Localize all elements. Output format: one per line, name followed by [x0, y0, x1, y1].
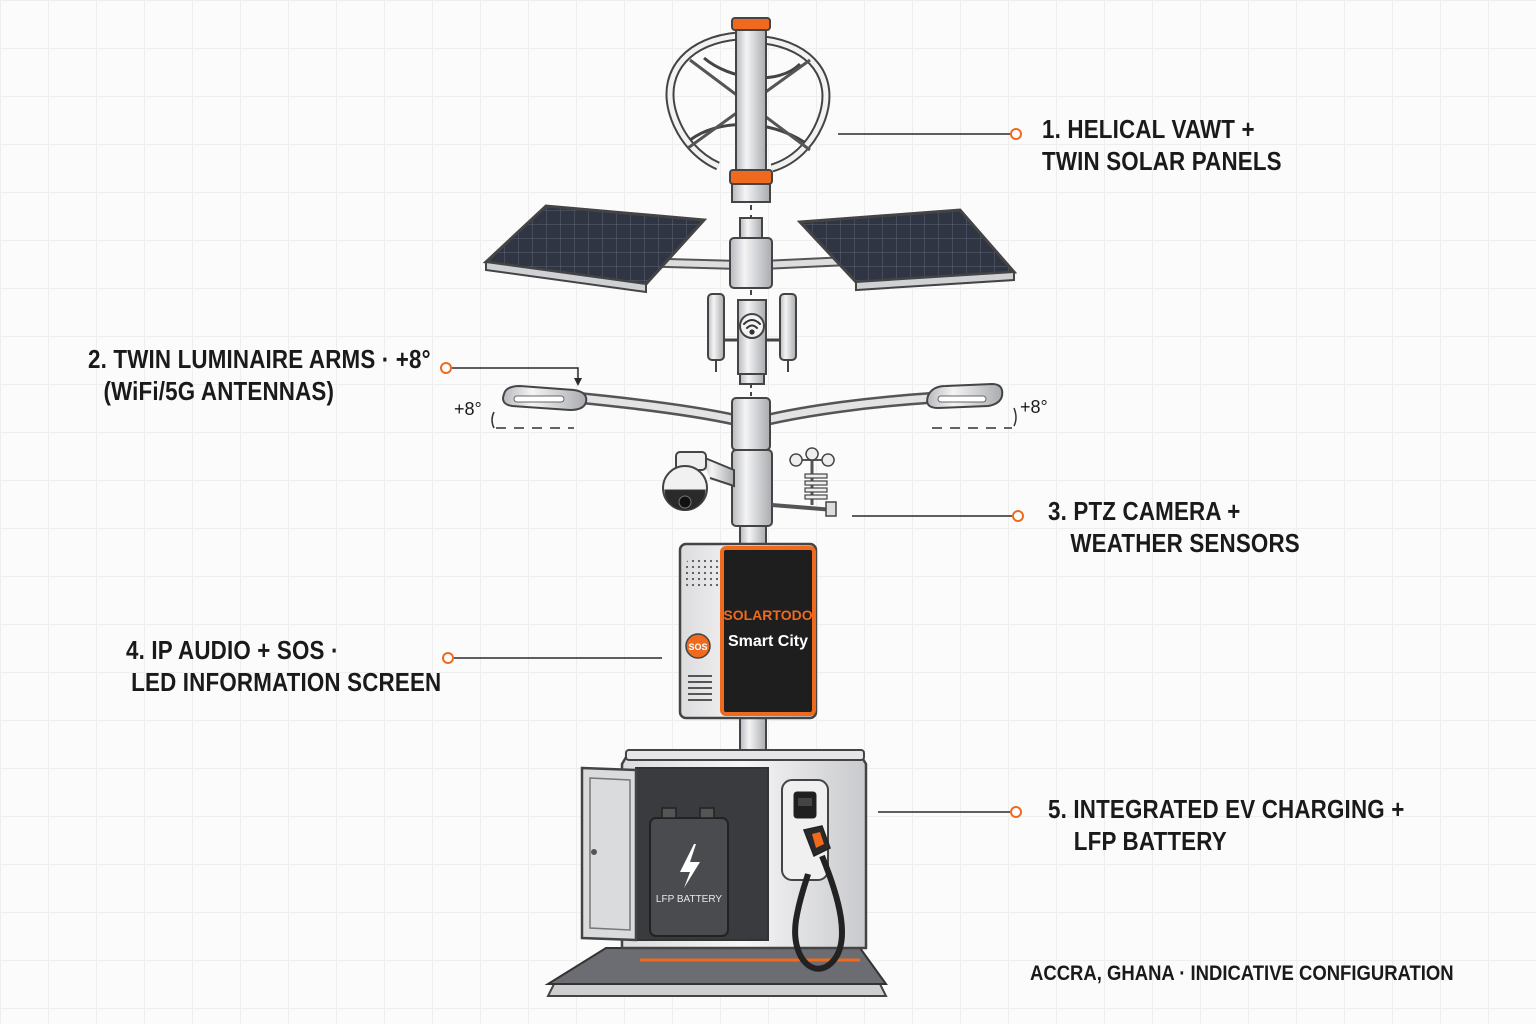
callout-5-label: 5. INTEGRATED EV CHARGING + LFP BATTERY	[1048, 793, 1404, 857]
callout-4-label: 4. IP AUDIO + SOS · LED INFORMATION SCRE…	[126, 634, 441, 698]
tilt-label-right: +8°	[1020, 397, 1048, 417]
luminaire-left	[502, 384, 588, 412]
callout-4-line-2: LED INFORMATION SCREEN	[131, 667, 442, 697]
callout-2-line-1: 2. TWIN LUMINAIRE ARMS · +8°	[88, 344, 431, 374]
callout-marker-3	[1012, 510, 1024, 522]
battery-label: LFP BATTERY	[656, 894, 722, 905]
footer-caption: ACCRA, GHANA · INDICATIVE CONFIGURATION	[1030, 962, 1454, 985]
sos-label: SOS	[688, 642, 707, 652]
callout-2-label: 2. TWIN LUMINAIRE ARMS · +8° (WiFi/5G AN…	[88, 343, 431, 407]
screen-brand: SOLARTODO	[723, 607, 812, 623]
callout-3-line-2: WEATHER SENSORS	[1070, 528, 1300, 558]
callout-3-line-1: 3. PTZ CAMERA +	[1048, 496, 1241, 526]
led-screen	[720, 546, 816, 716]
callout-5-line-2: LFP BATTERY	[1073, 826, 1227, 856]
callout-1-label: 1. HELICAL VAWT + TWIN SOLAR PANELS	[1042, 113, 1282, 177]
callout-marker-4	[442, 652, 454, 664]
callout-2-line-2: (WiFi/5G ANTENNAS)	[103, 376, 335, 406]
callout-4-line-1: 4. IP AUDIO + SOS ·	[126, 635, 339, 665]
tilt-indicator-left	[491, 411, 574, 429]
luminaire-arms: +8° +8°	[454, 382, 1048, 461]
wifi-icon	[743, 319, 761, 335]
ev-charger	[781, 779, 846, 972]
lightning-bolt-icon	[680, 844, 700, 888]
callout-marker-1	[1010, 128, 1022, 140]
tilt-indicator-right	[932, 407, 1017, 429]
base-cabinet: LFP BATTERY	[544, 749, 888, 997]
callout-3-label: 3. PTZ CAMERA + WEATHER SENSORS	[1048, 495, 1300, 559]
callout-marker-5	[1010, 806, 1022, 818]
sos-button[interactable]: SOS	[685, 633, 711, 659]
callout-5-line-1: 5. INTEGRATED EV CHARGING +	[1048, 794, 1405, 824]
ptz-camera	[662, 451, 735, 511]
vawt-turbine	[665, 17, 831, 238]
screen-subtitle: Smart City	[728, 633, 808, 650]
info-screen-unit: SOS SOLARTODO Smart City	[678, 542, 818, 751]
luminaire-right	[926, 382, 1004, 410]
tilt-label-left: +8°	[454, 399, 482, 419]
callout-marker-2	[440, 362, 452, 374]
speaker-grille	[688, 675, 712, 701]
weather-sensors	[771, 447, 837, 517]
leader-lines	[440, 128, 1024, 818]
callout-1-line-2: TWIN SOLAR PANELS	[1042, 146, 1282, 176]
antenna-module	[707, 293, 797, 396]
callout-1-line-1: 1. HELICAL VAWT +	[1042, 114, 1255, 144]
camera-sensor-section	[662, 447, 837, 551]
solar-panels	[482, 204, 1018, 310]
lfp-battery: LFP BATTERY	[649, 807, 729, 937]
